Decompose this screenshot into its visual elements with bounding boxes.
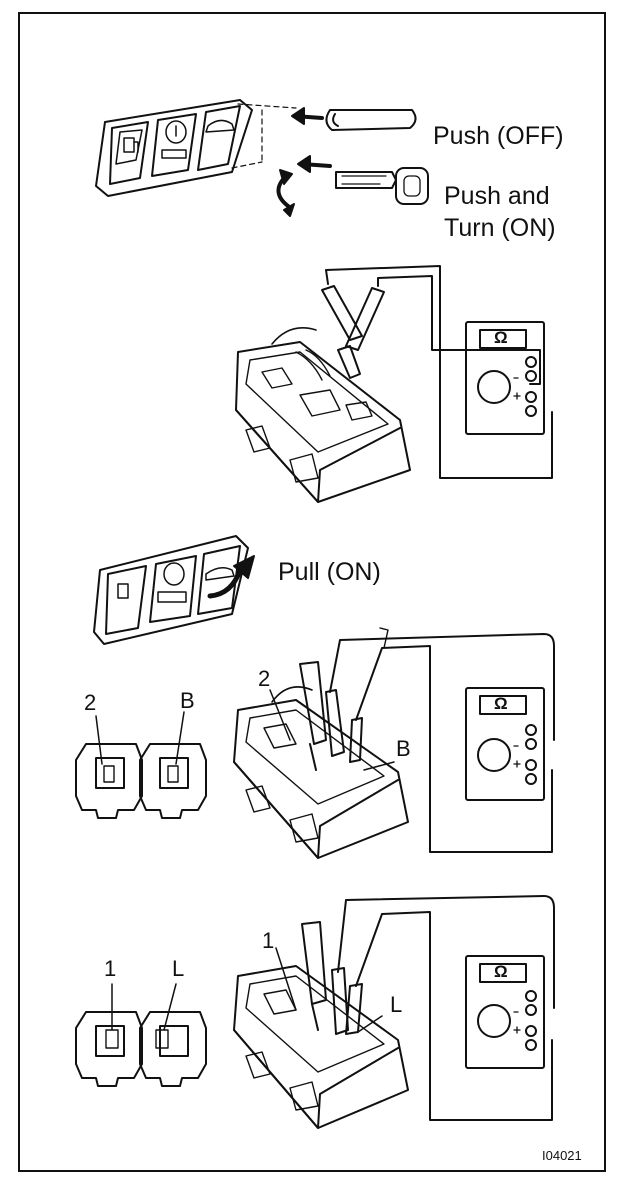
key-icon bbox=[335, 167, 429, 205]
label-switch-2: 2 bbox=[258, 666, 271, 691]
label-turn-on: Turn (ON) bbox=[444, 214, 556, 242]
key-cylinder-icon bbox=[161, 120, 187, 159]
ohmmeter-3-symbol: Ω bbox=[494, 962, 508, 981]
pointer-b-switch bbox=[363, 761, 395, 771]
ohmmeter-1-symbol: Ω bbox=[494, 328, 508, 347]
switch-panel-middle bbox=[93, 535, 249, 645]
connector-1-l bbox=[75, 983, 207, 1087]
label-connector-2: 2 bbox=[84, 690, 97, 715]
figure-frame bbox=[18, 12, 606, 1172]
fuel-door-icon bbox=[123, 137, 139, 153]
switch-assembly-1 bbox=[235, 327, 411, 503]
finger-icon bbox=[325, 109, 417, 131]
switch-assembly-3 bbox=[233, 921, 409, 1129]
label-connector-1: 1 bbox=[104, 956, 117, 981]
connector-2-b bbox=[75, 711, 207, 819]
pull-arrow-icon bbox=[207, 555, 255, 599]
ohmmeter-1 bbox=[465, 321, 545, 435]
test-leads-3 bbox=[337, 895, 555, 1121]
label-connector-l: L bbox=[172, 956, 185, 981]
switch-assembly-2 bbox=[233, 661, 409, 859]
ohmmeter-2-symbol: Ω bbox=[494, 694, 508, 713]
test-leads-2 bbox=[329, 627, 555, 853]
label-switch-l: L bbox=[390, 992, 403, 1017]
label-pull-on: Pull (ON) bbox=[278, 558, 381, 586]
label-connector-b: B bbox=[180, 688, 195, 713]
ohmmeter-2 bbox=[465, 687, 545, 801]
push-arrow-1-head bbox=[291, 107, 305, 125]
label-push-off: Push (OFF) bbox=[433, 122, 564, 150]
test-leads-1 bbox=[321, 265, 553, 479]
guide-lines bbox=[231, 103, 297, 169]
push-arrow-2-head bbox=[297, 155, 311, 173]
pointer-l-switch bbox=[357, 1015, 383, 1033]
switch-panel-top bbox=[95, 99, 253, 197]
ohmmeter-3 bbox=[465, 955, 545, 1069]
label-switch-b: B bbox=[396, 736, 411, 761]
figure-code: I04021 bbox=[542, 1148, 582, 1163]
label-push-and: Push and bbox=[444, 182, 550, 210]
label-switch-1: 1 bbox=[262, 928, 275, 953]
trunk-icon bbox=[205, 119, 235, 133]
rotate-arrow-icon bbox=[276, 169, 295, 217]
